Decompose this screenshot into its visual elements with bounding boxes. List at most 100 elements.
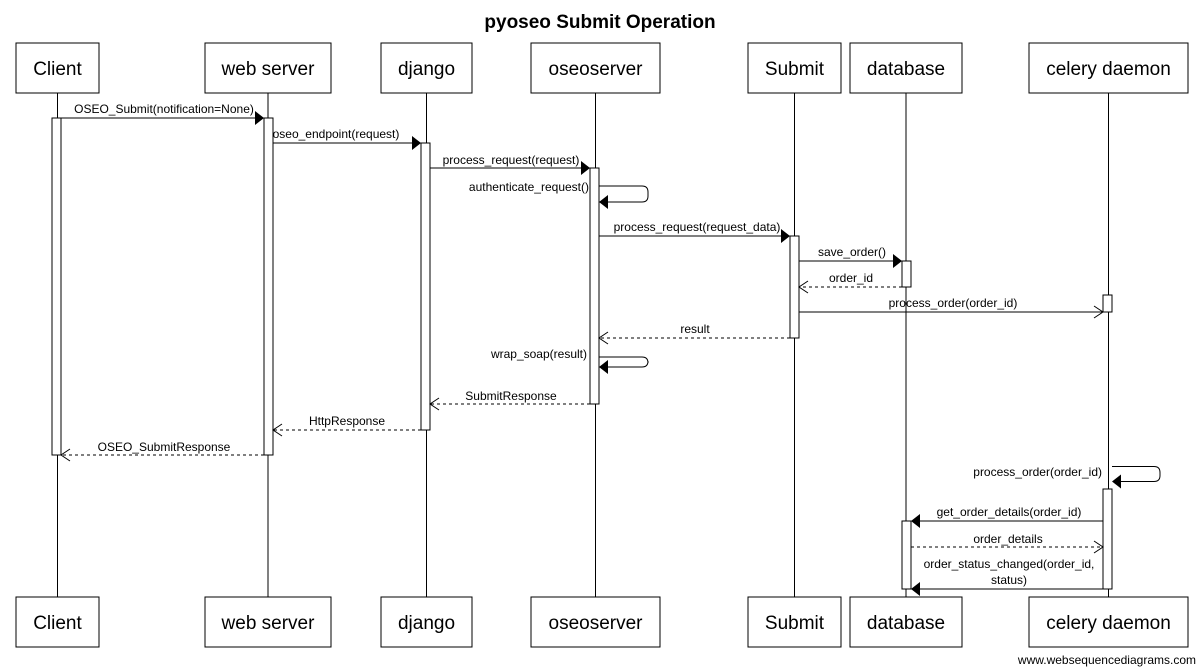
arrowhead	[272, 423, 283, 437]
actor-client-top: Client	[15, 42, 100, 94]
actor-box	[15, 596, 100, 648]
actor-label: celery daemon	[1046, 613, 1171, 634]
activation-bar-submit	[789, 235, 800, 339]
arrowhead	[255, 111, 264, 125]
message-label: SubmitResponse	[465, 389, 557, 403]
actor-label: web server	[221, 59, 316, 80]
actor-label: Client	[33, 613, 82, 634]
actor-label: web server	[221, 613, 316, 634]
actor-box	[15, 42, 100, 94]
message-17: order_status_changed(order_id,status)	[911, 557, 1103, 596]
messages: OSEO_Submit(notification=None) oseo_endpo…	[60, 102, 1161, 596]
diagram-title: pyoseo Submit Operation	[484, 12, 715, 33]
message-13: OSEO_SubmitResponse	[60, 440, 264, 462]
actor-box	[849, 596, 963, 648]
actor-box	[849, 42, 963, 94]
arrowhead	[429, 397, 440, 411]
actor-box	[530, 596, 661, 648]
self-call-loop	[599, 185, 649, 203]
actor-label: Client	[33, 59, 82, 80]
actor-label: database	[867, 613, 945, 634]
arrowhead	[781, 229, 790, 243]
message-label: process_request(request)	[443, 153, 580, 167]
message-4: authenticate_request()	[469, 180, 649, 209]
arrowhead	[412, 136, 421, 150]
message-2: oseo_endpoint(request)	[273, 127, 421, 150]
activation-bar-oseoserver	[589, 167, 600, 405]
actor-web_server-top: web server	[204, 42, 332, 94]
arrowhead	[599, 195, 608, 209]
actor-box	[380, 42, 473, 94]
actor-box	[204, 596, 332, 648]
arrowhead	[1093, 305, 1104, 319]
actor-oseoserver-top: oseoserver	[530, 42, 661, 94]
activation-bar-celery	[1102, 488, 1113, 590]
message-label: HttpResponse	[309, 414, 385, 428]
message-label: process_order(order_id)	[889, 296, 1018, 310]
actor-box	[204, 42, 332, 94]
message-label: OSEO_Submit(notification=None)	[74, 102, 254, 116]
activation-bar-django	[420, 142, 431, 431]
message-15: get_order_details(order_id)	[911, 505, 1103, 528]
message-7: order_id	[798, 271, 902, 294]
message-label: oseo_endpoint(request)	[273, 127, 400, 141]
actor-box	[530, 42, 661, 94]
actor-submit-top: Submit	[747, 42, 842, 94]
actor-label: database	[867, 59, 945, 80]
activation-bar-celery	[1102, 294, 1113, 313]
message-label: result	[680, 322, 710, 336]
actor-box	[747, 596, 842, 648]
activation-bar-database	[901, 520, 912, 590]
actor-label: Submit	[765, 613, 825, 634]
actor-celery-bottom: celery daemon	[1028, 596, 1189, 648]
arrowhead	[911, 582, 920, 596]
actor-database-bottom: database	[849, 596, 963, 648]
actor-oseoserver-bottom: oseoserver	[530, 596, 661, 648]
message-5: process_request(request_data)	[599, 220, 790, 243]
arrowhead	[893, 254, 902, 268]
message-14: process_order(order_id)	[973, 465, 1161, 489]
message-label: authenticate_request()	[469, 180, 589, 194]
arrowhead	[1112, 474, 1121, 489]
actor-label: django	[398, 59, 455, 80]
actor-box	[380, 596, 473, 648]
message-8: process_order(order_id)	[799, 296, 1104, 319]
message-label: order_details	[973, 532, 1042, 546]
activation-bar-web_server	[263, 117, 274, 456]
actor-django-top: django	[380, 42, 473, 94]
actor-submit-bottom: Submit	[747, 596, 842, 648]
message-11: SubmitResponse	[429, 389, 590, 411]
actor-label: Submit	[765, 59, 825, 80]
actor-label: django	[398, 613, 455, 634]
activation-bar-client	[51, 117, 62, 456]
actor-box	[1028, 596, 1189, 648]
actor-celery-top: celery daemon	[1028, 42, 1189, 94]
actor-django-bottom: django	[380, 596, 473, 648]
message-label: OSEO_SubmitResponse	[98, 440, 231, 454]
message-label: process_request(request_data)	[614, 220, 781, 234]
message-12: HttpResponse	[272, 414, 421, 437]
message-label: save_order()	[818, 245, 886, 259]
actor-box	[1028, 42, 1189, 94]
message-3: process_request(request)	[430, 153, 590, 175]
message-10: wrap_soap(result)	[490, 347, 649, 374]
message-1: OSEO_Submit(notification=None)	[61, 102, 264, 125]
arrowhead	[598, 331, 609, 345]
arrowhead	[599, 360, 608, 374]
actor-web_server-bottom: web server	[204, 596, 332, 648]
arrowhead	[1093, 540, 1104, 554]
arrowhead	[911, 514, 920, 528]
message-label: status)	[991, 573, 1027, 587]
actor-database-top: database	[849, 42, 963, 94]
actor-client-bottom: Client	[15, 596, 100, 648]
arrowhead	[60, 448, 71, 462]
actor-box	[747, 42, 842, 94]
message-9: result	[598, 322, 790, 345]
message-label: order_id	[829, 271, 873, 285]
message-6: save_order()	[799, 245, 902, 268]
footer-credit: www.websequencediagrams.com	[1017, 653, 1196, 667]
self-call-loop	[1112, 466, 1161, 482]
actor-label: celery daemon	[1046, 59, 1171, 80]
